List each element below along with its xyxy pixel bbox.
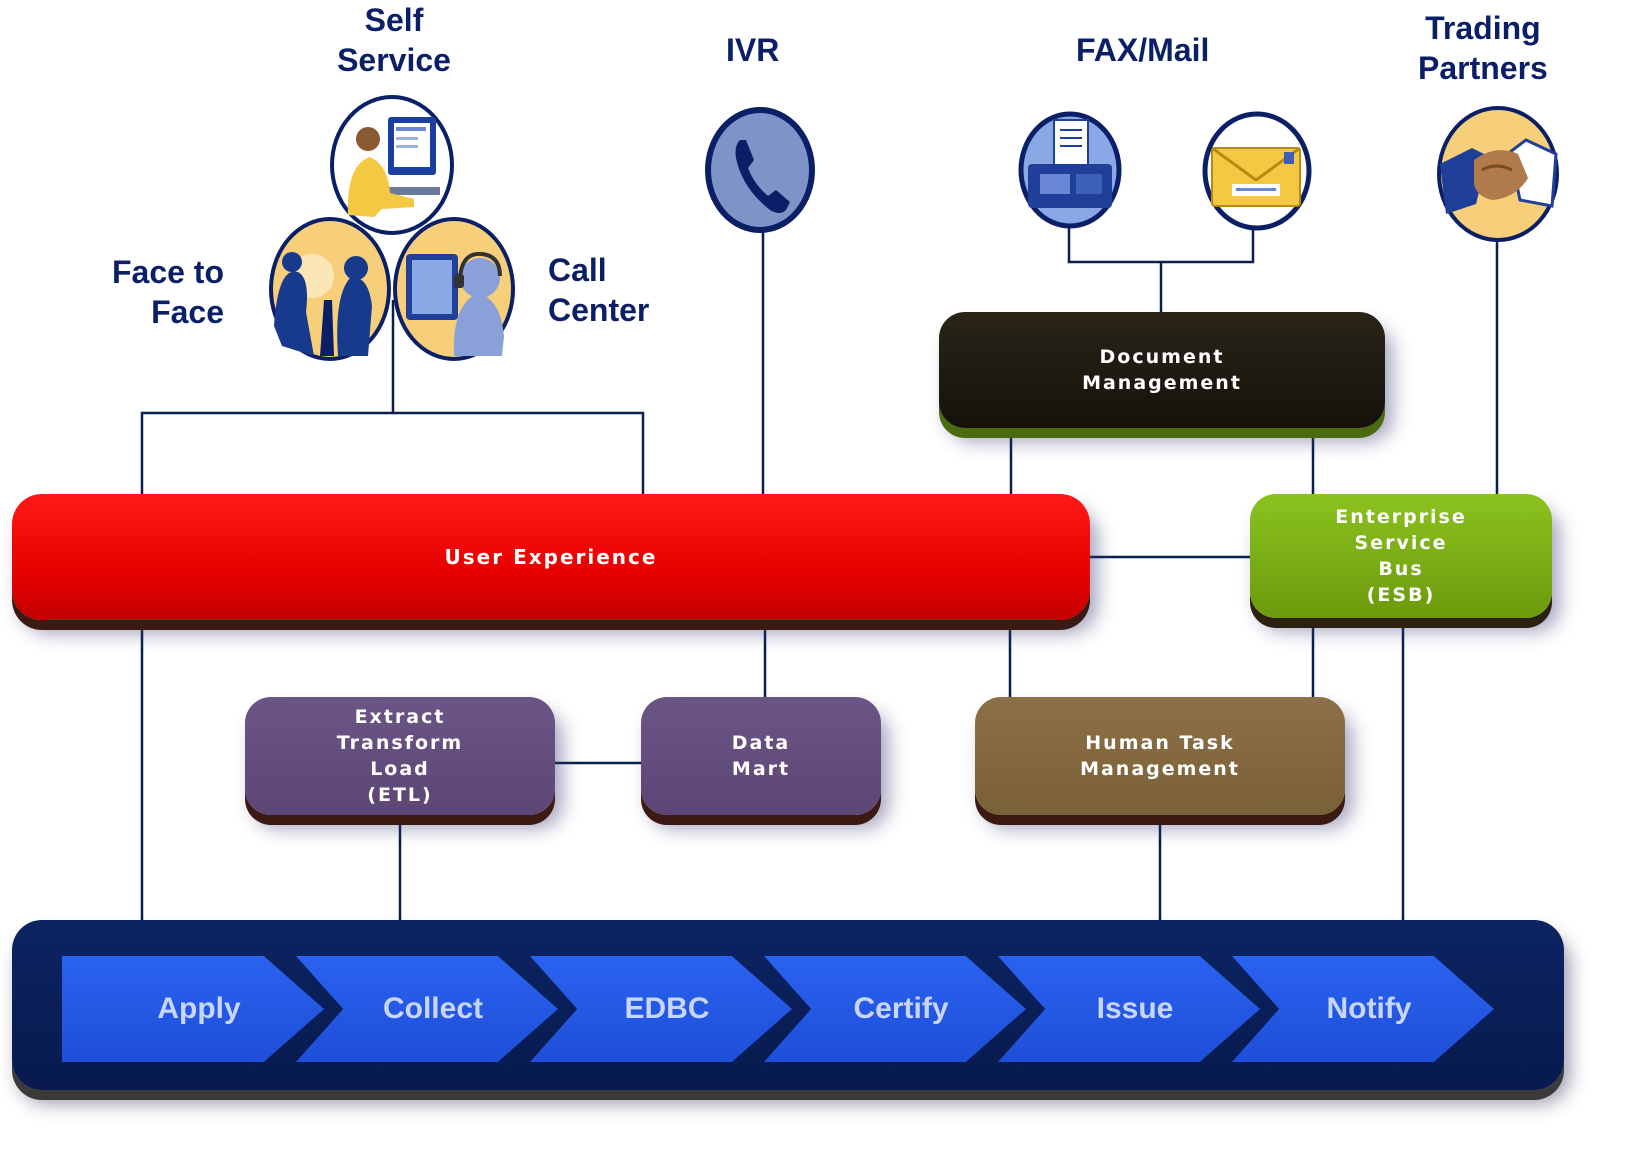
process-step-label: Collect <box>382 992 484 1025</box>
call-center-label-line1: Call <box>548 252 607 288</box>
etl-label-line2: Transform <box>336 732 464 754</box>
process-step-collect: Collect <box>296 956 558 1062</box>
human-task-label-line2: Management <box>1080 758 1240 780</box>
process-step-issue: Issue <box>998 956 1260 1062</box>
esb-box: Enterprise Service Bus (ESB) <box>1250 494 1552 618</box>
process-step-label: Issue <box>1096 992 1174 1025</box>
envelope-icon <box>1202 111 1312 231</box>
connector-channels-ux-left <box>140 300 395 494</box>
esb-label-line1: Enterprise <box>1335 506 1467 528</box>
etl-box: Extract Transform Load (ETL) <box>245 697 555 815</box>
etl-label-line4: (ETL) <box>367 784 433 806</box>
fax-mail-label: FAX/Mail <box>1076 32 1210 68</box>
document-management-label-line1: Document <box>1099 346 1225 368</box>
process-step-label: EDBC <box>624 992 710 1025</box>
computer-user-icon <box>330 95 454 235</box>
architecture-diagram: Self Service IVR FAX/Mail Trading Partne… <box>12 0 1564 1090</box>
process-step-apply: Apply <box>62 956 324 1062</box>
headset-agent-icon <box>393 217 515 361</box>
self-service-label: Self Service <box>326 0 462 80</box>
trading-partners-label-line1: Trading <box>1425 10 1541 46</box>
fax-machine-icon <box>1018 111 1122 229</box>
connector-lines <box>140 225 1499 920</box>
process-step-label: Notify <box>1326 992 1412 1025</box>
data-mart-label-line2: Mart <box>731 758 791 780</box>
trading-partners-label: Trading Partners <box>1418 8 1548 88</box>
human-task-label-line1: Human Task <box>1085 732 1235 754</box>
process-step-label: Apply <box>157 992 241 1025</box>
call-center-label-line2: Center <box>548 292 650 328</box>
people-meeting-icon <box>269 217 391 361</box>
handshake-icon <box>1437 106 1559 242</box>
etl-label-line1: Extract <box>354 706 446 728</box>
self-service-label-line2: Service <box>337 42 451 78</box>
face-to-face-label-line1: Face to <box>111 254 224 290</box>
connector-channels-ux-right <box>393 411 645 494</box>
document-management-label-line2: Management <box>1082 372 1242 394</box>
user-experience-label: User Experience <box>444 545 658 569</box>
etl-label-line3: Load <box>370 758 430 780</box>
human-task-management-box: Human Task Management <box>975 697 1345 815</box>
data-mart-box: Data Mart <box>641 697 881 815</box>
trading-partners-label-line2: Partners <box>1418 50 1548 86</box>
phone-icon <box>705 107 815 233</box>
self-service-label-line1: Self <box>364 2 424 38</box>
face-to-face-label-line2: Face <box>151 294 224 330</box>
process-step-label: Certify <box>853 992 949 1025</box>
esb-label-line4: (ESB) <box>1366 584 1436 606</box>
call-center-label: Call Center <box>548 250 649 330</box>
ivr-label: IVR <box>726 32 780 68</box>
esb-label-line2: Service <box>1354 532 1448 554</box>
face-to-face-label: Face to Face <box>90 252 224 332</box>
esb-label-line3: Bus <box>1378 558 1424 580</box>
document-management-box: Document Management <box>939 312 1385 428</box>
data-mart-label-line1: Data <box>731 732 791 754</box>
user-experience-box: User Experience <box>12 494 1090 620</box>
